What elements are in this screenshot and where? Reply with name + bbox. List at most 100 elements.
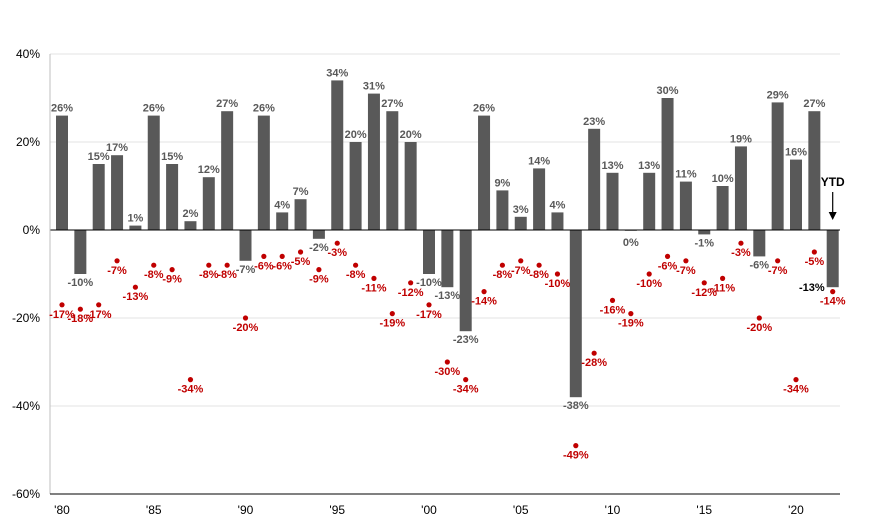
decline-dot [591, 350, 597, 356]
bar [184, 221, 197, 230]
bar-value-label: 15% [161, 151, 183, 163]
decline-value-label: -19% [379, 318, 405, 330]
bar-value-label: 15% [88, 151, 110, 163]
decline-dot [151, 262, 157, 268]
y-tick-label: -40% [12, 399, 40, 413]
x-tick-label: '20 [788, 503, 804, 517]
bar [239, 230, 252, 261]
x-tick-label: '00 [421, 503, 437, 517]
decline-value-label: -8% [217, 269, 237, 281]
bar [808, 111, 821, 230]
decline-dot [720, 275, 726, 281]
bar [294, 199, 307, 230]
decline-value-label: -20% [746, 322, 772, 334]
decline-value-label: -7% [107, 265, 127, 277]
decline-value-label: -17% [416, 309, 442, 321]
bar [92, 164, 105, 230]
x-tick-label: '15 [696, 503, 712, 517]
decline-value-label: -19% [618, 318, 644, 330]
bar-value-label: 27% [381, 98, 403, 110]
bar [129, 225, 142, 230]
bar [276, 212, 289, 230]
bar-value-label: -2% [309, 242, 329, 254]
bar [166, 164, 179, 230]
x-tick-label: '80 [54, 503, 70, 517]
decline-value-label: -9% [309, 274, 329, 286]
bar-value-label: 4% [274, 199, 290, 211]
bar-value-label: 10% [712, 173, 734, 185]
decline-dot [353, 262, 359, 268]
bar [312, 230, 325, 239]
bar [643, 172, 656, 230]
decline-value-label: -10% [545, 278, 571, 290]
decline-dot [426, 302, 432, 308]
bar-value-label: -13% [799, 282, 825, 294]
decline-value-label: -8% [493, 269, 513, 281]
decline-dot [811, 249, 817, 255]
bar-value-label: -38% [563, 400, 589, 412]
bar-value-label: 26% [473, 103, 495, 115]
decline-dot [738, 240, 744, 246]
decline-value-label: -16% [600, 304, 626, 316]
decline-value-label: -12% [398, 287, 424, 299]
bar-value-label: -23% [453, 334, 479, 346]
decline-dot [114, 258, 120, 264]
bar-value-label: 26% [143, 103, 165, 115]
decline-dot [554, 271, 561, 277]
bar-value-label: 20% [345, 129, 367, 141]
bar-value-label: 29% [767, 89, 789, 101]
decline-value-label: -9% [162, 274, 182, 286]
decline-value-label: -7% [676, 265, 696, 277]
decline-dot [59, 302, 65, 308]
bar-value-label: 13% [638, 160, 660, 172]
bar-value-label: 27% [803, 98, 825, 110]
bar-value-label: 11% [675, 169, 697, 181]
bar [111, 155, 124, 230]
decline-value-label: -8% [346, 269, 366, 281]
bar [349, 142, 362, 230]
decline-dot [279, 253, 285, 259]
bar [698, 230, 711, 235]
bar [679, 181, 692, 230]
bar [367, 93, 380, 230]
decline-dot [187, 377, 194, 383]
decline-value-label: -17% [86, 309, 112, 321]
bar-value-label: 1% [127, 213, 143, 225]
bar-value-label: 17% [106, 142, 128, 154]
decline-dot [536, 262, 542, 268]
bar [606, 172, 619, 230]
bar-value-label: 13% [601, 160, 623, 172]
bar-value-label: 19% [730, 133, 752, 145]
bar [496, 190, 509, 230]
decline-dot [206, 262, 212, 268]
bar-value-label: -10% [416, 277, 442, 289]
bar-value-label: 34% [326, 67, 348, 79]
bar [514, 216, 527, 230]
decline-value-label: -7% [768, 265, 788, 277]
bar [459, 230, 472, 332]
x-tick-label: '10 [605, 503, 621, 517]
decline-value-label: -34% [453, 384, 479, 396]
bar-value-label: 27% [216, 98, 238, 110]
y-tick-label: -60% [12, 487, 40, 501]
decline-dot [77, 306, 83, 312]
decline-value-label: -8% [529, 269, 549, 281]
decline-dot [518, 258, 524, 264]
decline-value-label: -7% [511, 265, 531, 277]
decline-dot [481, 289, 487, 295]
decline-value-label: -12% [691, 287, 717, 299]
bar-layer [56, 80, 839, 398]
decline-value-label: -30% [435, 366, 461, 378]
decline-dot [334, 240, 340, 246]
bar [753, 230, 766, 257]
decline-dot [628, 311, 634, 317]
bar [551, 212, 564, 230]
decline-value-label: -6% [272, 260, 292, 272]
x-tick-label: '85 [146, 503, 162, 517]
decline-value-label: -34% [783, 384, 809, 396]
bar [331, 80, 344, 231]
decline-dot [499, 262, 505, 268]
decline-value-label: -6% [254, 260, 274, 272]
decline-dot [96, 302, 102, 308]
y-tick-label: 0% [23, 223, 41, 237]
